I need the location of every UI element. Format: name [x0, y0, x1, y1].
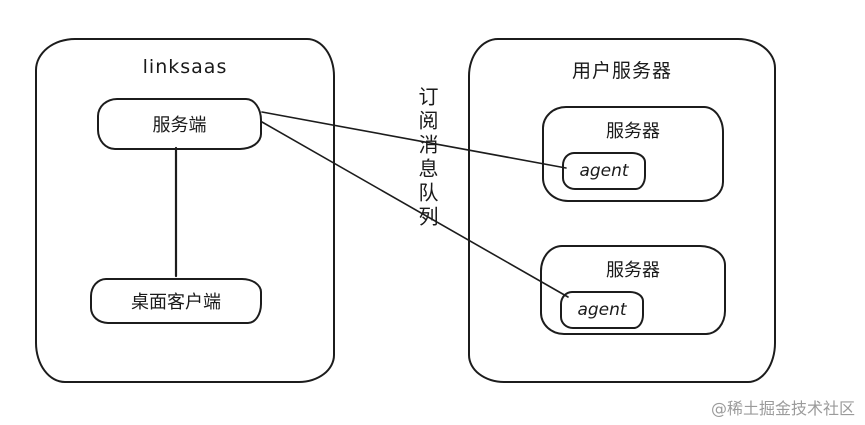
- desktop-client-label: 桌面客户端: [131, 292, 221, 313]
- server-box-2: 服务器 agent: [540, 245, 726, 335]
- server-side-label: 服务端: [152, 115, 207, 136]
- user-server-group-frame: 用户服务器 服务器 agent 服务器 agent: [468, 38, 776, 383]
- server-box-2-label: 服务器: [606, 260, 660, 281]
- watermark-text: @稀土掘金技术社区: [710, 399, 855, 418]
- linksaas-group-frame: linksaas 服务端 桌面客户端: [35, 38, 335, 383]
- desktop-client-node: 桌面客户端: [90, 278, 262, 324]
- server-side-node: 服务端: [97, 98, 262, 150]
- server-box-1-label: 服务器: [606, 121, 660, 142]
- user-server-group-title: 用户服务器: [571, 60, 672, 82]
- agent-node-2-label: agent: [577, 300, 627, 320]
- agent-node-1-label: agent: [579, 161, 629, 181]
- linksaas-group-title: linksaas: [142, 56, 228, 78]
- agent-node-1: agent: [562, 152, 646, 190]
- agent-node-2: agent: [560, 291, 644, 329]
- server-box-1: 服务器 agent: [542, 106, 724, 202]
- message-queue-edge-label: 订阅消息队列: [415, 86, 439, 230]
